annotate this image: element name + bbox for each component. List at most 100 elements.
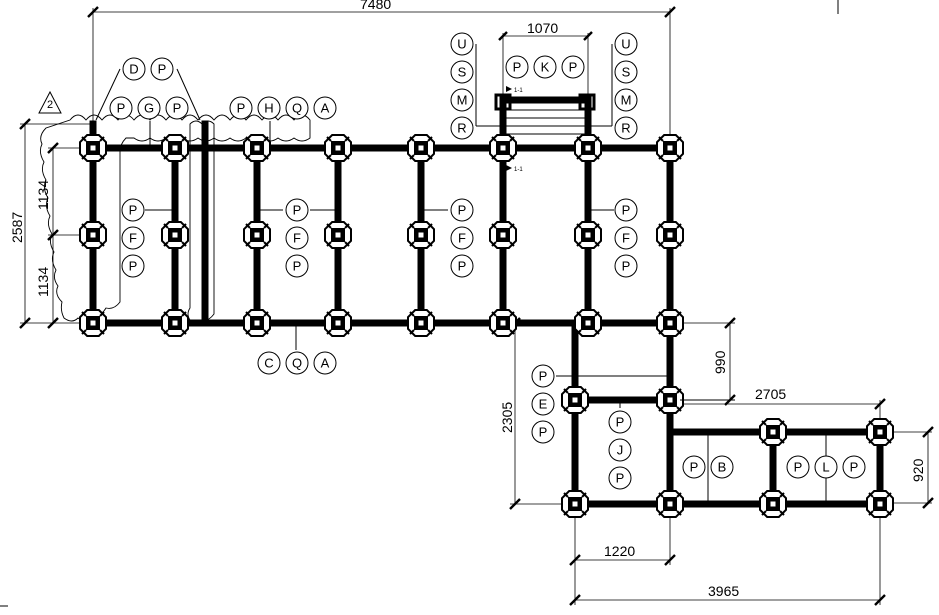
- callout-letter: P: [237, 101, 246, 116]
- callout-letter: P: [458, 259, 467, 274]
- column-node: [561, 490, 589, 518]
- callout-letter: A: [321, 356, 330, 371]
- callout-letter: F: [293, 231, 301, 246]
- callout-bubble: [533, 55, 557, 79]
- column-node: [574, 309, 602, 337]
- callout-bubble: [257, 96, 281, 120]
- callout-letter: P: [794, 460, 803, 475]
- callout-letter: H: [264, 101, 273, 116]
- callout-letter: P: [690, 460, 699, 475]
- callout-letter: B: [718, 460, 727, 475]
- dim-overall-top: 7480: [360, 0, 391, 12]
- column-node: [407, 309, 435, 337]
- column-node: [243, 309, 271, 337]
- callout-letter: P: [622, 203, 631, 218]
- column-node: [489, 309, 517, 337]
- callout-bubble: [285, 351, 309, 375]
- callout-letter: E: [539, 397, 548, 412]
- callout-bubble: [614, 88, 638, 112]
- revision-number: 2: [47, 99, 53, 111]
- callout-letter: P: [117, 101, 126, 116]
- callout-letter: R: [621, 121, 630, 136]
- dim-platform-top: 1070: [527, 20, 558, 36]
- callout-bubble: [257, 351, 281, 375]
- callout-letter: S: [458, 65, 467, 80]
- callout-pfp-2: PFP: [285, 198, 309, 278]
- callout-bubble: [608, 466, 632, 490]
- callout-letter: P: [539, 425, 548, 440]
- callout-letter: P: [293, 259, 302, 274]
- callout-bubble: [313, 96, 337, 120]
- callout-letter: P: [129, 203, 138, 218]
- callout-bubble: [608, 438, 632, 462]
- callout-letter: P: [173, 101, 182, 116]
- dim-bottom-long: 3965: [708, 583, 739, 599]
- callout-letter: K: [541, 60, 550, 75]
- callout-bubble: [285, 226, 309, 250]
- section-marks: 1-1 1-1: [506, 86, 523, 173]
- column-node: [866, 418, 894, 446]
- column-node: [79, 309, 107, 337]
- section-mark-upper: 1-1: [514, 88, 523, 94]
- callout-bubble: [561, 55, 585, 79]
- callout-bubble: [122, 57, 146, 81]
- callout-bubble: [285, 198, 309, 222]
- column-node: [866, 490, 894, 518]
- column-node: [656, 309, 684, 337]
- callout-bubble: [505, 55, 529, 79]
- callout-letter: P: [458, 203, 467, 218]
- callout-letter: L: [822, 460, 829, 475]
- revision-marker: 2: [38, 90, 62, 114]
- callout-letter: G: [144, 101, 154, 116]
- callout-bubble: [842, 455, 866, 479]
- callout-bubble: [614, 32, 638, 56]
- callout-bubble: [614, 116, 638, 140]
- leader-lines: [95, 44, 827, 504]
- column-node: [561, 386, 589, 414]
- dim-right-upper: 990: [712, 350, 728, 374]
- callout-bubble: [285, 96, 309, 120]
- callout-letter: D: [129, 62, 138, 77]
- callout-bubble: [682, 455, 706, 479]
- column-node: [489, 134, 517, 162]
- callout-letter: F: [458, 231, 466, 246]
- callout-bubble: [450, 32, 474, 56]
- column-node: [161, 309, 189, 337]
- callout-bubble: [814, 455, 838, 479]
- dim-left-lower: 1134: [35, 267, 51, 297]
- column-node: [759, 490, 787, 518]
- column-node: [656, 386, 684, 414]
- callout-letter: P: [616, 471, 625, 486]
- callout-bubble: [450, 254, 474, 278]
- column-node: [759, 418, 787, 446]
- callout-letter: F: [622, 231, 630, 246]
- callout-letter: P: [539, 369, 548, 384]
- callout-bubble: [450, 116, 474, 140]
- column-node: [243, 134, 271, 162]
- column-node: [656, 134, 684, 162]
- callout-letter: U: [457, 37, 466, 52]
- callout-bubble: [109, 96, 133, 120]
- callout-bubble: [450, 88, 474, 112]
- callout-bubble: [150, 57, 174, 81]
- column-node: [407, 221, 435, 249]
- callout-letter: Q: [292, 356, 302, 371]
- callout-letter: C: [264, 356, 273, 371]
- callout-letter: J: [617, 443, 624, 458]
- callout-letter: P: [850, 460, 859, 475]
- callout-letter: P: [616, 415, 625, 430]
- callout-bubble: [121, 226, 145, 250]
- callout-bubble: [531, 364, 555, 388]
- callout-letter: M: [457, 93, 468, 108]
- column-node: [324, 134, 352, 162]
- callout-bubble: [614, 198, 638, 222]
- section-mark-lower: 1-1: [514, 167, 523, 173]
- callout-bubble: [614, 60, 638, 84]
